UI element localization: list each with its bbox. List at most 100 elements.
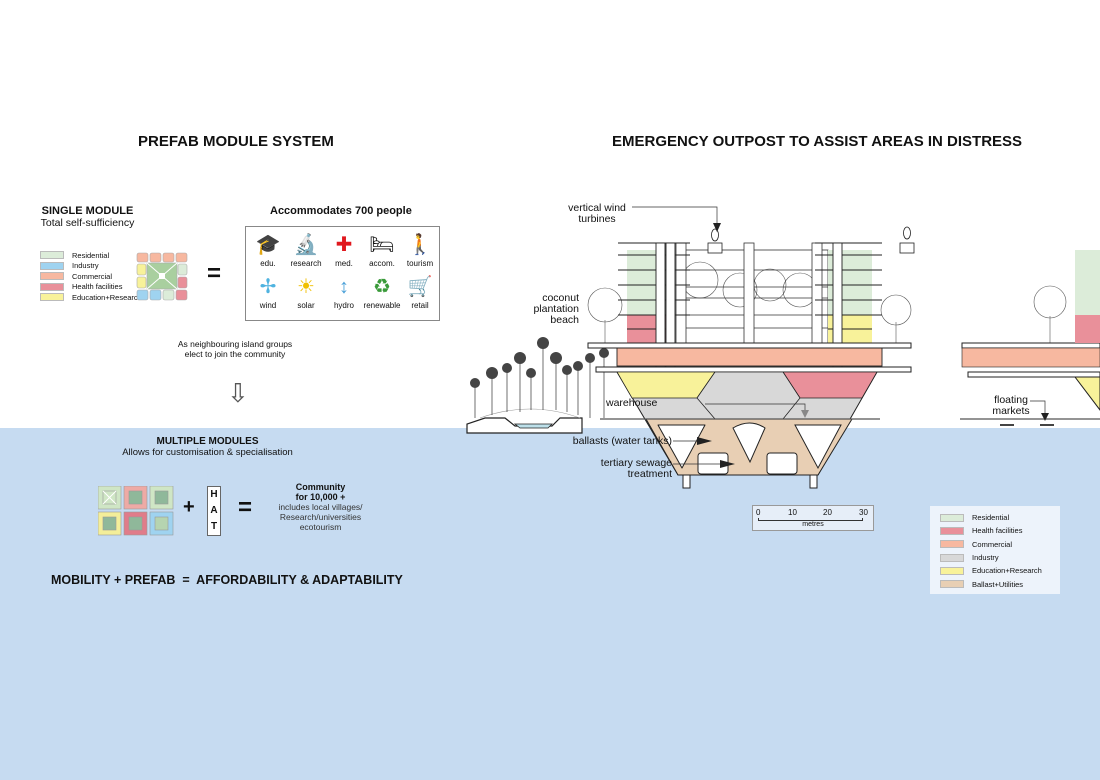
scale-bar: 0 10 20 30 metres [752, 505, 874, 531]
scale-tick: 10 [788, 508, 797, 517]
legend-label: Commercial [72, 271, 113, 281]
legend-swatch [940, 513, 964, 522]
multiple-modules-subtitle: Allows for customisation & specialisatio… [122, 447, 293, 458]
legend-label: Industry [972, 553, 999, 563]
legend-swatch [940, 580, 964, 589]
label-sewage-2: treatment [627, 468, 672, 480]
icon-glyph: ♻ [373, 276, 391, 298]
label-coconut: coconut [542, 292, 579, 304]
legend-item: Ballast+Utilities [940, 577, 1060, 590]
legend-label: Education+Research [72, 292, 142, 302]
legend-swatch [40, 282, 64, 291]
neighbour-text: As neighbouring island groups [177, 339, 293, 349]
ballast-tanks [657, 422, 842, 475]
sea-background [0, 428, 1100, 780]
plus-sign: + [183, 496, 195, 518]
legend-item: Industry [940, 551, 1060, 564]
solar-icon: ☀ solar [287, 275, 325, 310]
legend-item: Education+Research [940, 564, 1060, 577]
legend-item: Residential [40, 250, 142, 261]
icon-glyph: 🚶 [407, 234, 433, 256]
legend-swatch [940, 540, 964, 549]
legend-label: Health facilities [72, 282, 123, 292]
icon-glyph: ✚ [335, 234, 353, 256]
legend-item: Commercial [40, 271, 142, 282]
single-module-subtitle: Total self-sufficiency [40, 217, 135, 229]
single-module-plan [136, 252, 188, 301]
icon-glyph: ↕ [339, 276, 349, 298]
legend-swatch [940, 526, 964, 535]
icon-label: med. [335, 259, 353, 268]
hat-box: H A T [207, 486, 221, 536]
icon-label: hydro [333, 301, 354, 310]
icon-label: accom. [369, 259, 395, 268]
icon-label: retail [411, 301, 429, 310]
legend-swatch [940, 566, 964, 575]
label-ballasts: ballasts (water tanks) [572, 435, 672, 447]
wind-turbines [707, 226, 915, 254]
label-coconut-2: plantation [533, 303, 579, 315]
icon-glyph: ☀ [297, 276, 315, 298]
label-warehouse: warehouse [606, 397, 658, 409]
hat-letter: A [210, 505, 218, 516]
med-icon: ✚ med. [325, 233, 363, 268]
label-coconut-3: beach [550, 314, 579, 326]
icon-glyph: 🛒 [407, 276, 433, 298]
icon-glyph: 🛏 [369, 234, 395, 256]
icon-label: renewable [363, 301, 401, 310]
outpost-title: EMERGENCY OUTPOST TO ASSIST AREAS IN DIS… [612, 133, 1023, 150]
scale-tick: 30 [859, 508, 868, 517]
legend-label: Industry [72, 261, 99, 271]
single-module-title: SINGLE MODULE [41, 205, 134, 217]
multiple-modules-plan [97, 485, 174, 541]
label-floating-markets: floating [994, 394, 1028, 406]
legend-swatch [40, 293, 64, 302]
legend-swatch [940, 553, 964, 562]
legend-label: Commercial [972, 539, 1013, 549]
equals-sign: = [207, 260, 222, 287]
icon-label: tourism [406, 259, 434, 268]
icon-label: wind [259, 301, 277, 310]
edu-icon: 🎓edu. [249, 233, 287, 268]
community-title: Community [295, 482, 346, 492]
research-icon: 🔬research [287, 233, 325, 268]
slogan: MOBILITY + PREFAB = AFFORDABILITY & ADAP… [51, 573, 403, 587]
legend-label: Education+Research [972, 566, 1042, 576]
icon-label: solar [297, 301, 315, 310]
accommodates-label: Accommodates 700 people [270, 205, 412, 217]
wind-icon: ✢wind [249, 275, 287, 310]
multiple-modules-title: MULTIPLE MODULES [156, 436, 259, 447]
legend-item: Education+Research [40, 292, 142, 303]
icon-glyph: 🔬 [293, 234, 319, 256]
icon-label: edu. [260, 259, 276, 268]
legend-label: Residential [972, 513, 1010, 523]
legend-item: Industry [40, 261, 142, 272]
community-desc-3: ecotourism [299, 522, 342, 532]
legend-swatch [40, 272, 64, 281]
scale-unit: metres [802, 521, 824, 528]
legend-item: Commercial [940, 538, 1060, 551]
legend-item: Health facilities [40, 282, 142, 293]
renewable-icon: ♻ renewable [363, 275, 401, 310]
label-sewage: tertiary sewage [600, 457, 672, 469]
label-wind-turbines: vertical wind [568, 202, 626, 214]
legend-item: Health facilities [940, 524, 1060, 537]
hat-letter: T [210, 521, 218, 532]
neighbour-text-2: elect to join the community [184, 349, 286, 359]
hydro-icon: ↕ hydro [325, 275, 363, 310]
legend-label: Health facilities [972, 526, 1023, 536]
scale-tick: 0 [756, 508, 761, 517]
legend-item: Residential [940, 511, 1060, 524]
label-floating-markets-2: markets [992, 405, 1030, 417]
tourism-icon: 🚶 tourism [401, 233, 439, 268]
scale-tick: 20 [823, 508, 832, 517]
hat-letter: H [210, 489, 218, 500]
trees [587, 261, 1067, 343]
equals-sign-2: = [238, 494, 253, 521]
community-title-2: for 10,000 + [295, 492, 346, 502]
accom-icon: 🛏 accom. [363, 233, 401, 268]
palm-trees [474, 345, 605, 418]
